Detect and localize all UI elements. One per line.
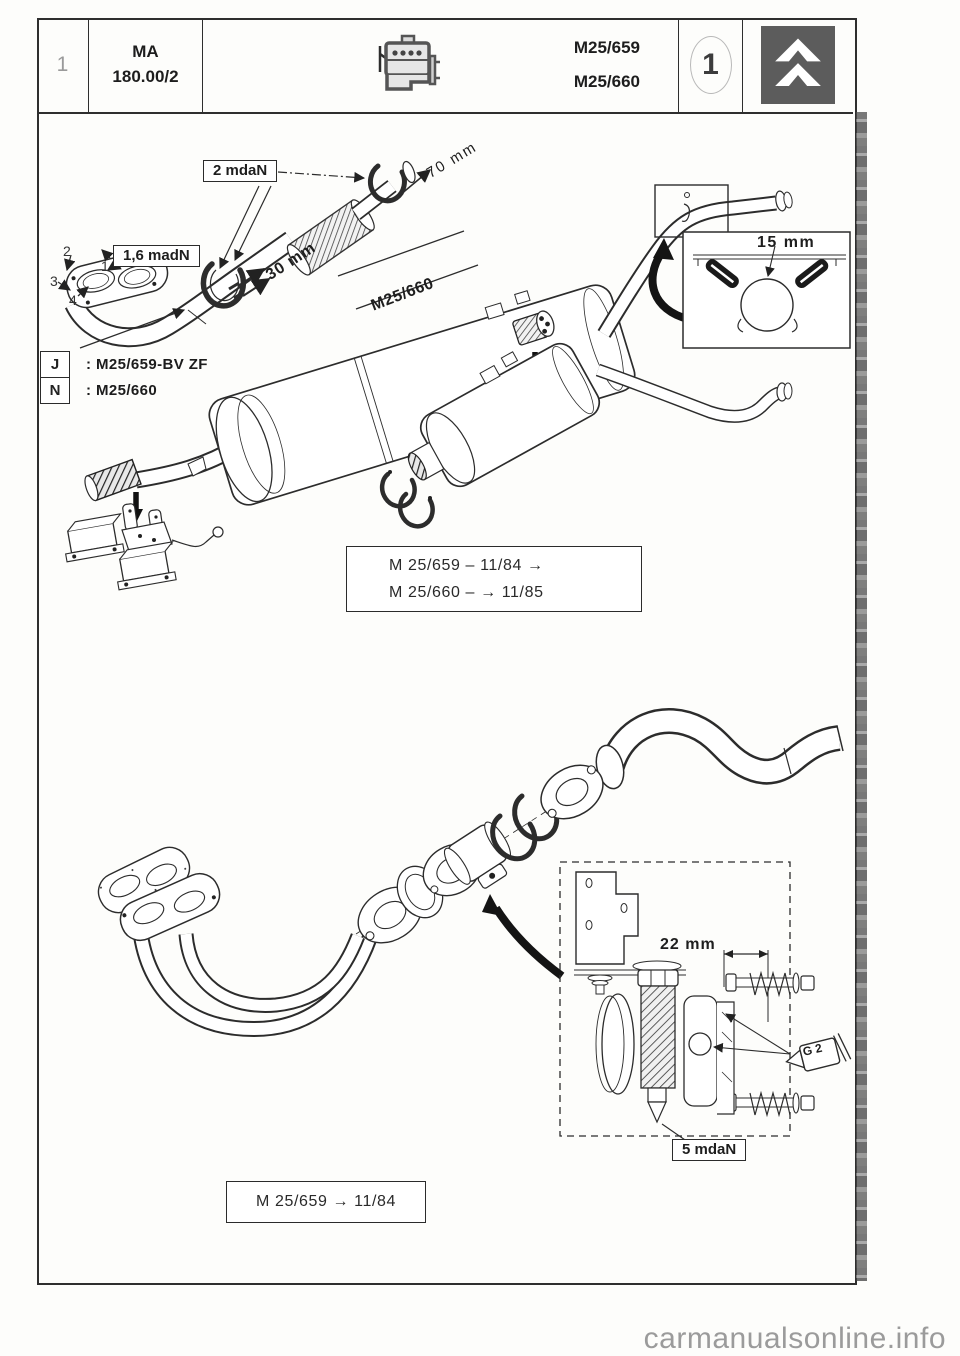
page-number-circle: 1 <box>689 36 732 94</box>
mount-detail-inset <box>559 861 815 1137</box>
upper-exhaust-diagram <box>57 160 851 591</box>
citroen-logo <box>761 26 835 104</box>
model-top: M25/659 <box>573 38 640 57</box>
flange-marker-2: 2 <box>63 243 71 259</box>
validity-line-1: M 25/659 – 11/84 → <box>389 556 544 574</box>
header: 1 MA 180.00/2 M25/659 M25/660 <box>37 18 853 114</box>
legend-value-j: : M25/659-BV ZF <box>86 356 208 373</box>
legend-value-n: : M25/660 <box>86 382 158 399</box>
curved-arrow-lower <box>482 894 565 980</box>
header-row-index: 1 <box>37 18 89 112</box>
clamp-rear-drawing <box>367 160 416 204</box>
mount-bracket-drawing <box>65 503 224 591</box>
validity-line-lower: M 25/659 → 11/84 <box>255 1193 397 1210</box>
header-section-code: MA 180.00/2 <box>89 18 203 112</box>
hanger-strap-right <box>795 259 829 289</box>
model-bottom: M25/660 <box>573 72 640 91</box>
torque-nut-label: 5 mdaN <box>672 1139 747 1161</box>
flange-marker-1: 1 <box>101 258 109 274</box>
dim-15mm-label: 15 mm <box>757 234 816 251</box>
legend-leader-arrow <box>79 308 186 349</box>
legend-row-n: N : M25/660 <box>40 377 157 404</box>
validity-box-upper: M 25/659 – 11/84 → M 25/660 – → 11/85 <box>346 546 642 612</box>
torque-clamp-label: 2 mdaN <box>203 160 278 182</box>
engine-icon <box>378 34 440 91</box>
front-y-pipe-drawing <box>97 846 390 1038</box>
validity-line-2: M 25/660 – → 11/85 <box>389 583 544 601</box>
torque-flange-label: 1,6 madN <box>113 245 200 267</box>
clamp-pair-drawing <box>379 470 435 529</box>
grease-tube-drawing <box>713 1013 852 1072</box>
header-logo-cell <box>743 18 853 112</box>
curved-arrow-upper <box>648 238 690 323</box>
header-page-cell: 1 <box>679 18 743 112</box>
legend-row-j: J : M25/659-BV ZF <box>40 351 208 378</box>
front-downpipe-drawing <box>64 231 297 348</box>
scan-edge-artifact <box>856 112 867 1281</box>
hanger-inset-box <box>682 231 851 349</box>
header-center: M25/659 M25/660 <box>203 18 679 112</box>
citroen-chevrons-icon <box>775 38 821 87</box>
s-bend-pipe-drawing <box>595 708 844 790</box>
hanger-strap-left <box>705 259 739 289</box>
rear-silencer-drawing <box>407 342 793 488</box>
variant-pipe-lines <box>337 230 479 310</box>
manual-code: MA <box>132 42 159 62</box>
legend-key-j: J <box>40 351 70 378</box>
torque-leader-lines <box>219 169 432 300</box>
lower-exhaust-diagram <box>97 708 852 1143</box>
dim-22mm-label: 22 mm <box>660 936 716 953</box>
watermark: carmanualsonline.info <box>643 1322 946 1355</box>
legend-key-n: N <box>40 377 70 404</box>
manual-ref: 180.00/2 <box>112 67 179 86</box>
flange-marker-3: 3 <box>50 273 58 289</box>
exploded-joint-parts <box>357 764 604 944</box>
center-stud-drawing <box>632 960 682 1124</box>
spring-bolt-upper <box>725 970 815 998</box>
flange-marker-4: 4 <box>69 292 77 308</box>
validity-box-lower: M 25/659 → 11/84 <box>226 1181 426 1223</box>
model-codes: M25/659 M25/660 <box>574 31 640 99</box>
spring-bolt-lower <box>725 1090 815 1118</box>
